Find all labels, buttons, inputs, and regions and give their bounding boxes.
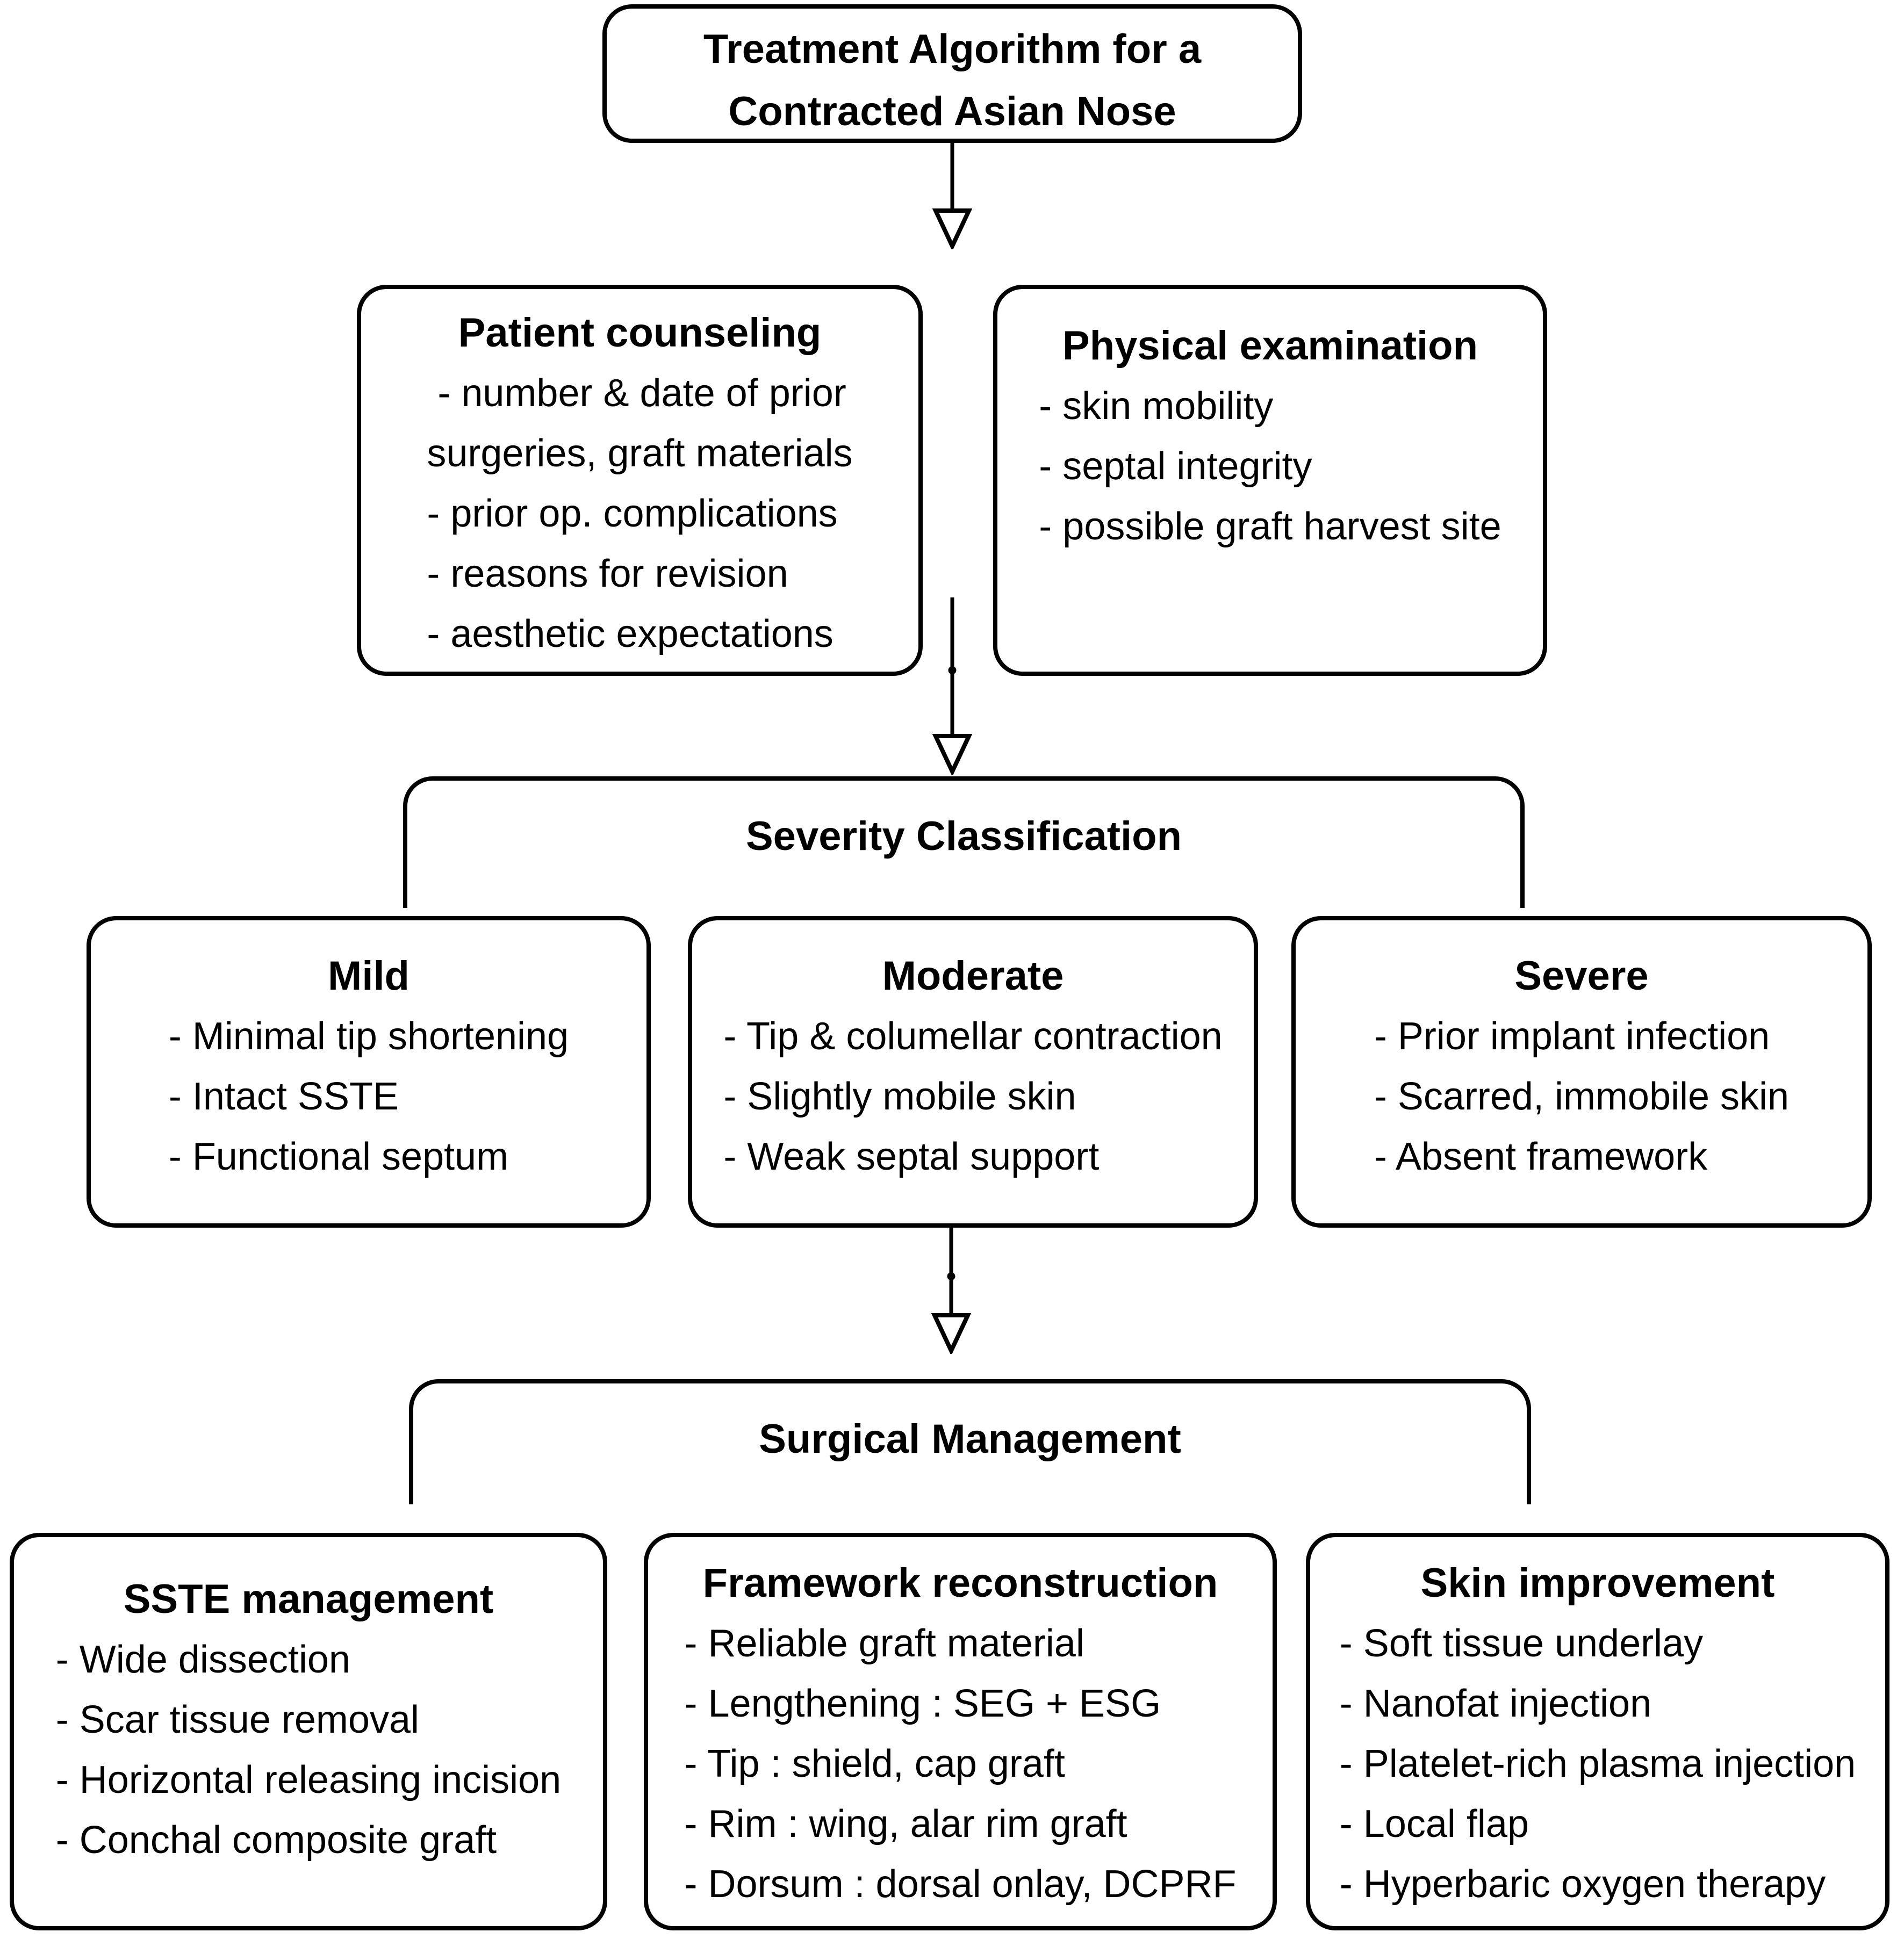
list-item: - number & date of prior [427,372,846,415]
arrow-line [949,1228,953,1315]
node-sste-management-title: SSTE management [123,1576,494,1622]
list-item: - Functional septum [168,1135,509,1178]
node-framework-reconstruction-items: - Reliable graft material - Lengthening … [685,1613,1237,1914]
list-item: - Reliable graft material [684,1622,1084,1665]
node-severe-title: Severe [1514,953,1649,999]
list-item: - septal integrity [1039,445,1312,488]
list-item: - aesthetic expectations [427,612,834,655]
list-item: - Intact SSTE [168,1075,399,1118]
node-framework-reconstruction-title: Framework reconstruction [702,1560,1218,1606]
list-item: - Minimal tip shortening [168,1015,569,1058]
node-physical-examination-items: - skin mobility - septal integrity - pos… [1039,376,1501,557]
list-item: - Prior implant infection [1374,1015,1770,1058]
list-item: - reasons for revision [427,552,788,595]
arrow-down-icon [932,208,972,249]
flow-arrow-severity-to-surgical [931,1228,971,1354]
list-item: - Nanofat injection [1339,1682,1652,1725]
node-mild-items: - Minimal tip shortening - Intact SSTE -… [169,1006,569,1187]
list-item: - possible graft harvest site [1039,505,1501,548]
arrow-down-icon [932,734,972,775]
node-sste-management-items: - Wide dissection - Scar tissue removal … [56,1630,561,1870]
node-moderate-items: - Tip & columellar contraction - Slightl… [723,1006,1222,1187]
connector-dot [947,1272,955,1280]
list-item: - Tip & columellar contraction [723,1015,1223,1058]
node-sste-management: SSTE management - Wide dissection - Scar… [10,1533,607,1930]
list-item: - Dorsum : dorsal onlay, DCPRF [684,1863,1237,1906]
list-item: - Soft tissue underlay [1339,1622,1704,1665]
arrow-down-icon [931,1313,971,1354]
list-item: - Lengthening : SEG + ESG [684,1682,1161,1725]
list-item: - Horizontal releasing incision [55,1758,562,1801]
list-item: - skin mobility [1039,385,1274,428]
node-patient-counseling-items: - number & date of prior surgeries, graf… [427,363,852,664]
node-skin-improvement-title: Skin improvement [1420,1560,1775,1606]
node-surgical-management: Surgical Management [409,1379,1531,1504]
list-item: - Absent framework [1374,1135,1708,1178]
node-root-title-line1: Treatment Algorithm for a [703,26,1202,72]
node-root-title-line2: Contracted Asian Nose [728,89,1176,134]
node-skin-improvement: Skin improvement - Soft tissue underlay … [1306,1533,1889,1930]
list-item: - Rim : wing, alar rim graft [684,1803,1127,1846]
node-patient-counseling: Patient counseling - number & date of pr… [357,285,923,676]
list-item: - Scarred, immobile skin [1374,1075,1790,1118]
list-item: surgeries, graft materials [427,432,853,475]
node-root: Treatment Algorithm for a Contracted Asi… [602,4,1302,143]
connector-dot [948,666,957,674]
node-moderate: Moderate - Tip & columellar contraction … [688,916,1258,1228]
list-item: - Conchal composite graft [55,1819,497,1862]
list-item: - Slightly mobile skin [723,1075,1076,1118]
node-severe: Severe - Prior implant infection - Scarr… [1291,916,1872,1228]
node-severity-classification-title: Severity Classification [745,813,1182,859]
node-framework-reconstruction: Framework reconstruction - Reliable graf… [644,1533,1277,1930]
list-item: - prior op. complications [427,492,838,535]
arrow-line [950,143,954,211]
node-physical-examination: Physical examination - skin mobility - s… [993,285,1547,676]
node-severe-items: - Prior implant infection - Scarred, imm… [1374,1006,1789,1187]
list-item: - Weak septal support [723,1135,1100,1178]
node-physical-examination-title: Physical examination [1062,323,1478,369]
flow-arrow-root-to-assessment [932,143,972,249]
node-moderate-title: Moderate [882,953,1064,999]
node-patient-counseling-title: Patient counseling [458,310,822,356]
list-item: - Local flap [1339,1803,1529,1846]
list-item: - Hyperbaric oxygen therapy [1339,1863,1826,1906]
node-surgical-management-title: Surgical Management [759,1416,1181,1462]
list-item: - Platelet-rich plasma injection [1339,1742,1856,1785]
flow-arrow-assessment-to-severity [932,597,972,775]
list-item: - Scar tissue removal [55,1698,419,1741]
node-mild-title: Mild [328,953,409,999]
list-item: - Wide dissection [55,1638,350,1681]
node-skin-improvement-items: - Soft tissue underlay - Nanofat injecti… [1340,1613,1856,1914]
node-severity-classification: Severity Classification [403,776,1525,908]
node-mild: Mild - Minimal tip shortening - Intact S… [87,916,651,1228]
list-item: - Tip : shield, cap graft [684,1742,1065,1785]
